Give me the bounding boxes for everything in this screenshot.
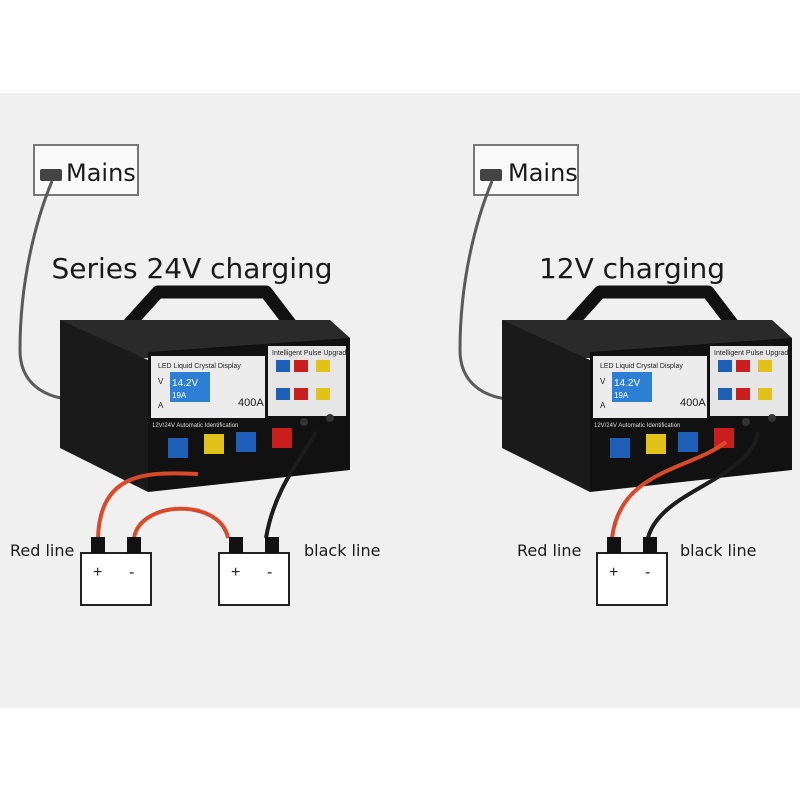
mains-cord-right (458, 180, 523, 402)
svg-text:Intelligent Pulse Upgrade: Intelligent Pulse Upgrade (714, 350, 792, 357)
red-wire-left (96, 471, 199, 539)
black-wire-right (646, 431, 760, 539)
mains-label-left: Mains (66, 159, 136, 187)
svg-text:12V/24V Automatic Identificati: 12V/24V Automatic Identification (152, 423, 238, 429)
svg-text:-: - (267, 564, 272, 581)
battery-right: + - (596, 536, 668, 606)
battery-left-1: + - (80, 536, 152, 606)
svg-text:400A: 400A (238, 397, 264, 409)
svg-text:400A: 400A (680, 397, 706, 409)
svg-text:19A: 19A (172, 391, 187, 400)
svg-text:A: A (600, 401, 606, 410)
svg-text:Intelligent Pulse Upgrade: Intelligent Pulse Upgrade (272, 350, 350, 357)
charger-left: LED Liquid Crystal Display Intelligent P… (60, 292, 350, 492)
svg-text:+: + (609, 564, 618, 581)
svg-text:+: + (93, 564, 102, 581)
right-title: 12V charging (539, 252, 725, 285)
svg-text:19A: 19A (614, 391, 629, 400)
svg-text:14.2V: 14.2V (614, 378, 640, 389)
black-line-label-right: black line (680, 541, 756, 560)
svg-text:LED Liquid Crystal Display: LED Liquid Crystal Display (600, 363, 683, 370)
battery-left-2: + - (218, 536, 290, 606)
svg-text:14.2V: 14.2V (172, 378, 198, 389)
series-link-wire (132, 506, 230, 539)
charger-right: LED Liquid Crystal Display Intelligent P… (502, 292, 792, 492)
mains-label-right: Mains (508, 159, 578, 187)
svg-text:-: - (129, 564, 134, 581)
svg-text:+: + (231, 564, 240, 581)
svg-text:A: A (158, 401, 164, 410)
red-line-label-left: Red line (10, 541, 74, 560)
black-line-label-left: black line (304, 541, 380, 560)
svg-text:V: V (158, 377, 164, 386)
mains-cord-left (18, 180, 83, 402)
svg-text:V: V (600, 377, 606, 386)
svg-text:LED Liquid Crystal Display: LED Liquid Crystal Display (158, 363, 241, 370)
svg-text:-: - (645, 564, 650, 581)
red-line-label-right: Red line (517, 541, 581, 560)
black-wire-left (264, 431, 318, 539)
red-wire-right (610, 440, 728, 539)
left-title: Series 24V charging (51, 252, 332, 285)
svg-text:12V/24V Automatic Identificati: 12V/24V Automatic Identification (594, 423, 680, 429)
